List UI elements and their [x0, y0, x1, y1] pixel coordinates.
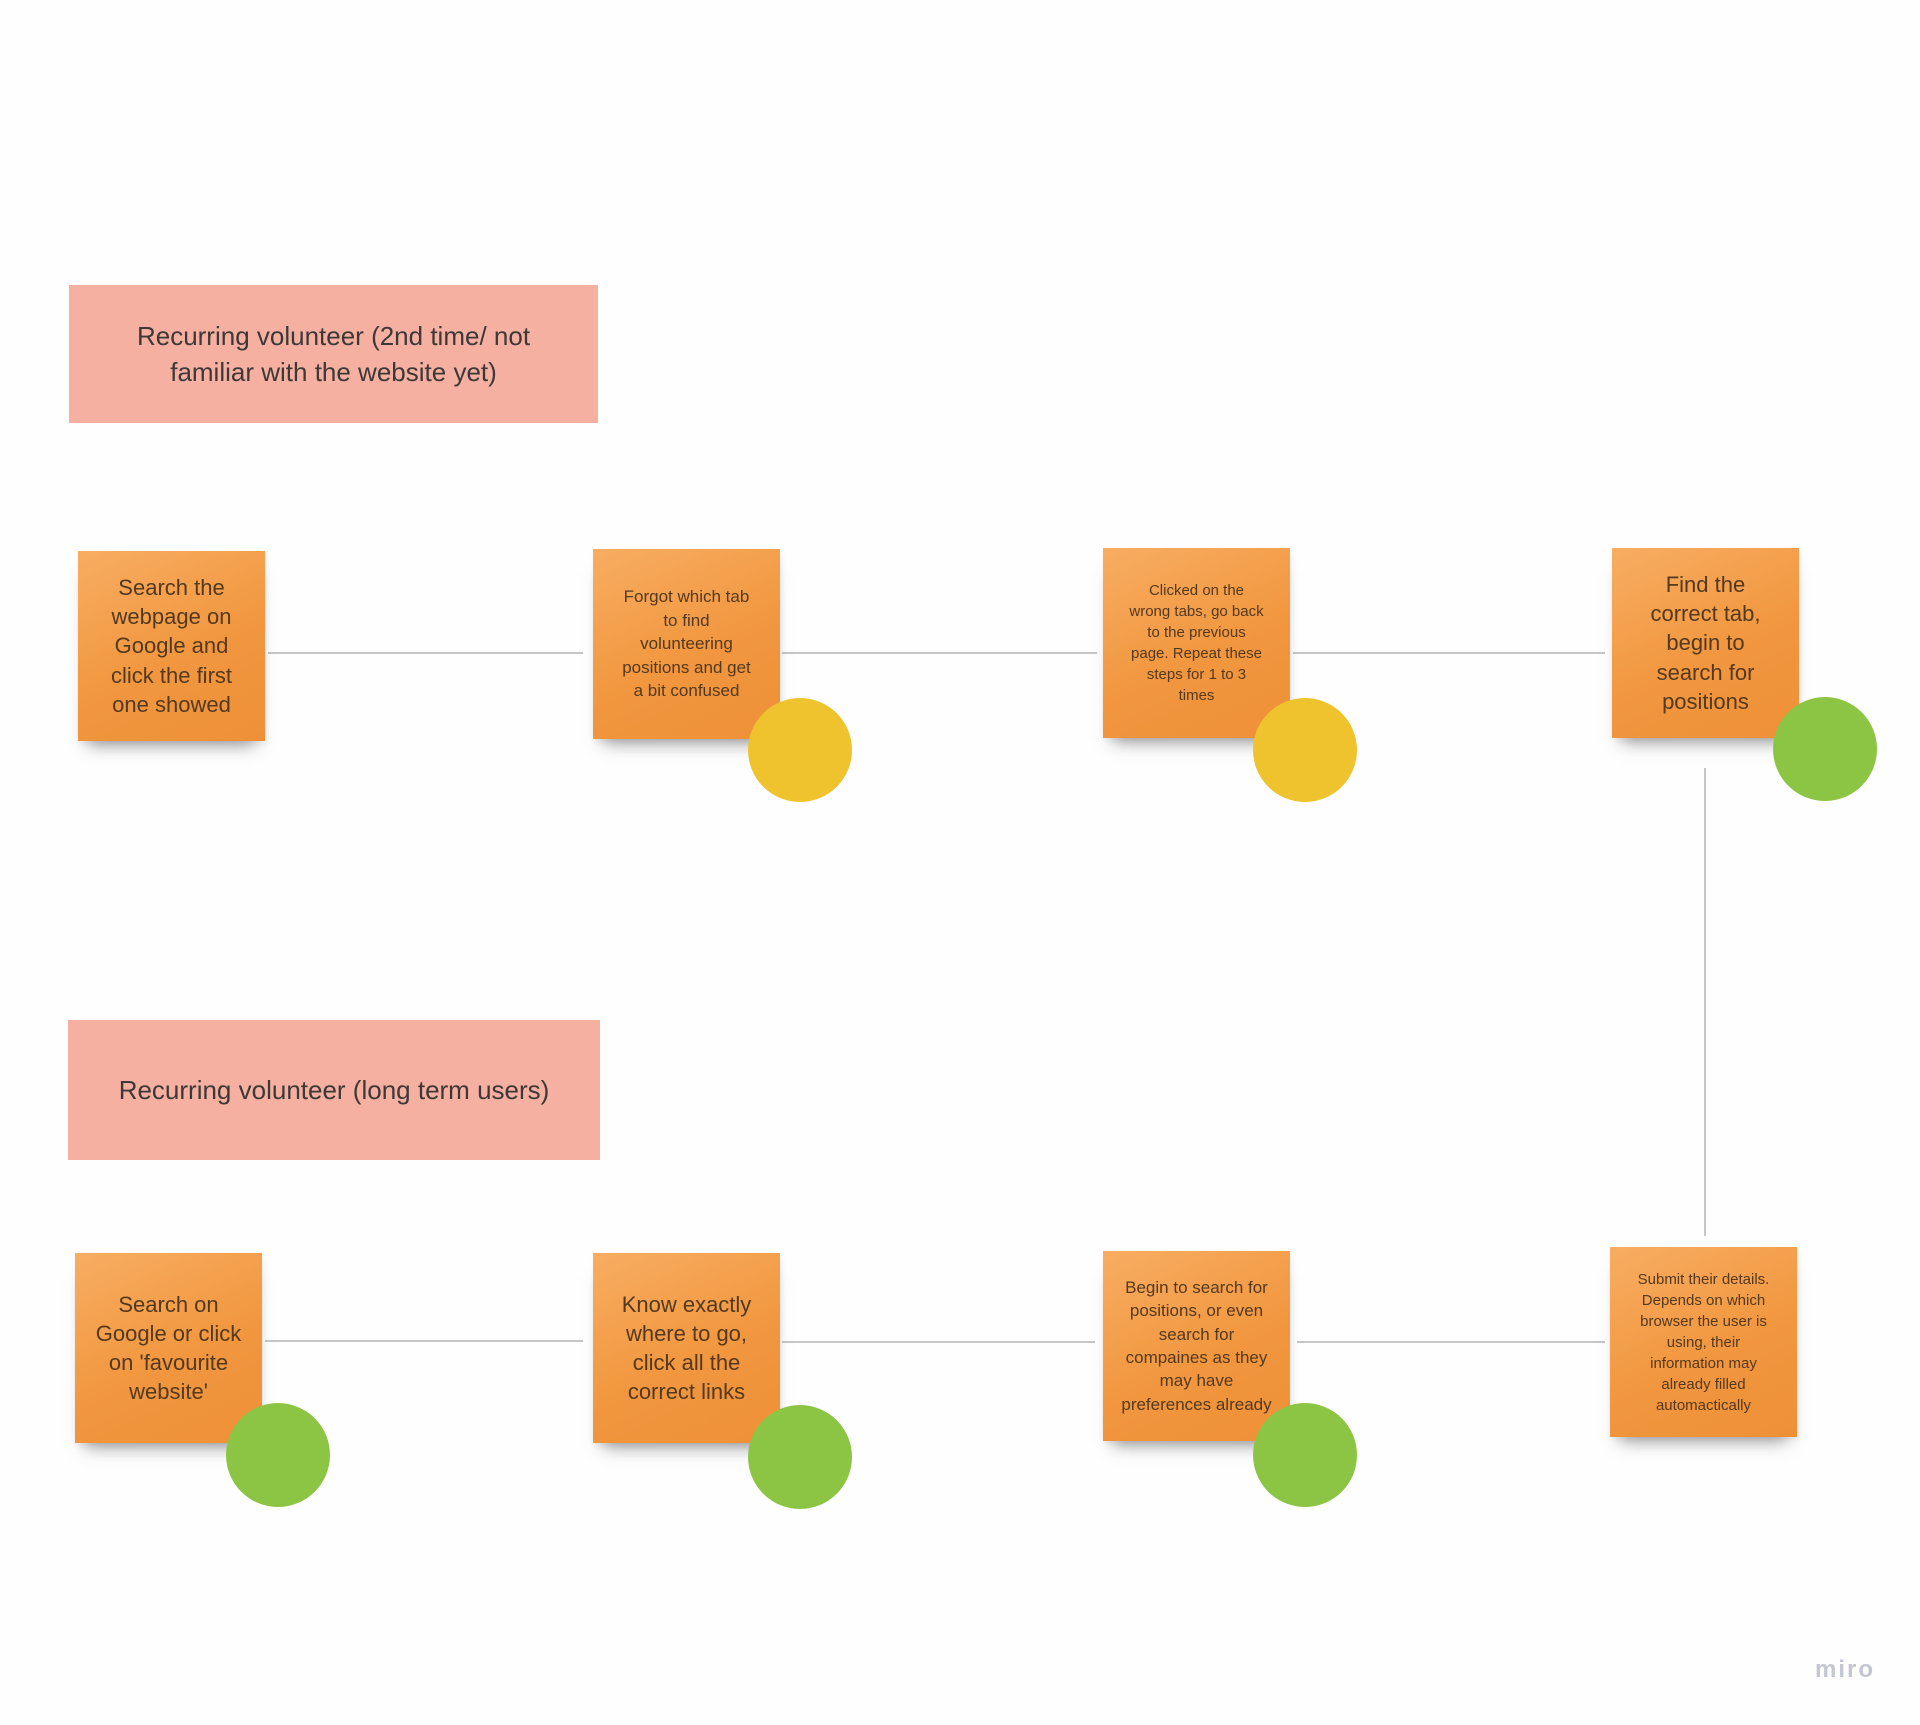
connector-vertical-find-tab-to-submit[interactable] [1704, 768, 1706, 1236]
marker-dot-green-4[interactable] [1253, 1403, 1357, 1507]
banner-recurring-volunteer-long-term[interactable]: Recurring volunteer (long term users) [68, 1020, 600, 1160]
miro-logo: miro [1815, 1656, 1876, 1683]
connector-row2-1-2[interactable] [265, 1340, 583, 1342]
marker-dot-green-3[interactable] [748, 1405, 852, 1509]
sticky-note-forgot-which-tab[interactable]: Forgot which tab to find volunteering po… [593, 549, 780, 739]
marker-dot-green-2[interactable] [226, 1403, 330, 1507]
sticky-note-begin-search-positions[interactable]: Begin to search for positions, or even s… [1103, 1251, 1290, 1441]
marker-dot-green-1[interactable] [1773, 697, 1877, 801]
sticky-note-find-correct-tab[interactable]: Find the correct tab, begin to search fo… [1612, 548, 1799, 738]
connector-row2-3-4[interactable] [1297, 1341, 1605, 1343]
connector-row1-3-4[interactable] [1293, 652, 1605, 654]
sticky-note-search-google-favourite[interactable]: Search on Google or click on 'favourite … [75, 1253, 262, 1443]
sticky-note-clicked-wrong-tabs[interactable]: Clicked on the wrong tabs, go back to th… [1103, 548, 1290, 738]
banner-recurring-volunteer-2nd-time[interactable]: Recurring volunteer (2nd time/ not famil… [69, 285, 598, 423]
connector-row2-2-3[interactable] [782, 1341, 1095, 1343]
sticky-note-know-exactly-where[interactable]: Know exactly where to go, click all the … [593, 1253, 780, 1443]
marker-dot-yellow-1[interactable] [748, 698, 852, 802]
marker-dot-yellow-2[interactable] [1253, 698, 1357, 802]
sticky-note-submit-details[interactable]: Submit their details. Depends on which b… [1610, 1247, 1797, 1437]
connector-row1-1-2[interactable] [268, 652, 583, 654]
connector-row1-2-3[interactable] [782, 652, 1097, 654]
sticky-note-search-webpage-google[interactable]: Search the webpage on Google and click t… [78, 551, 265, 741]
